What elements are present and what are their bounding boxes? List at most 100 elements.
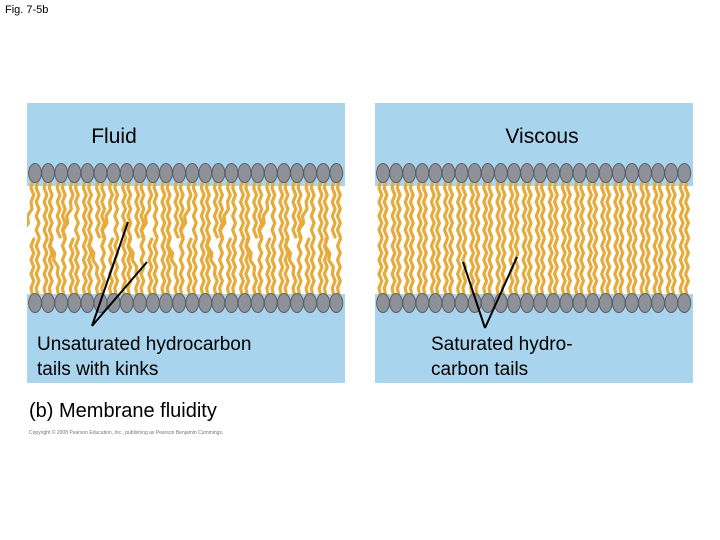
viscous-tail	[508, 179, 515, 239]
viscous-head	[454, 293, 469, 313]
fluid-tail	[317, 179, 324, 239]
viscous-tail	[605, 179, 612, 239]
viscous-head	[559, 163, 574, 183]
viscous-tail	[408, 179, 415, 239]
viscous-tail	[613, 237, 620, 297]
fluid-head	[185, 293, 200, 313]
fluid-tail	[179, 179, 193, 239]
fluid-head	[250, 163, 265, 183]
viscous-tail	[631, 237, 638, 297]
fluid-head	[263, 163, 278, 183]
fluid-tail	[283, 179, 290, 239]
viscous-tail	[448, 179, 455, 239]
viscous-head	[520, 293, 535, 313]
fluid-head	[198, 163, 213, 183]
fluid-head	[28, 293, 42, 313]
fluid-head	[198, 293, 213, 313]
fluid-tail	[297, 179, 311, 239]
viscous-tail	[587, 237, 593, 297]
viscous-head	[585, 163, 600, 183]
fluid-tail	[81, 237, 88, 297]
figure-label: Fig. 7-5b	[5, 4, 49, 16]
fluid-head	[119, 293, 134, 313]
fluid-membrane-band	[27, 186, 345, 294]
viscous-tail	[408, 237, 415, 297]
fluid-bilayer-illustration	[27, 163, 345, 313]
viscous-tail	[469, 179, 476, 239]
fluid-tail	[309, 179, 316, 239]
fluid-head	[263, 293, 278, 313]
viscous-tail	[539, 179, 546, 239]
fluid-head	[159, 293, 173, 313]
viscous-tail	[600, 179, 607, 239]
fluid-title: Fluid	[91, 125, 137, 148]
fluid-tail	[147, 237, 154, 297]
fluid-tail	[165, 179, 172, 239]
viscous-head	[507, 293, 521, 313]
fluid-tail	[212, 179, 219, 239]
fluid-tail	[191, 237, 198, 297]
viscous-tail	[552, 179, 559, 239]
viscous-head	[480, 163, 495, 183]
fluid-head	[67, 163, 82, 183]
viscous-head	[402, 293, 417, 313]
fluid-head	[237, 163, 252, 183]
viscous-head	[625, 293, 639, 313]
fluid-tail	[218, 237, 224, 297]
fluid-tail	[317, 237, 324, 297]
viscous-head	[572, 163, 587, 183]
fluid-head	[329, 293, 344, 313]
viscous-tail	[613, 179, 620, 239]
viscous-tail	[618, 179, 625, 239]
fluid-head	[54, 163, 69, 183]
viscous-head	[402, 163, 417, 183]
viscous-tail	[657, 179, 664, 239]
fluid-tail	[199, 237, 206, 297]
viscous-head	[572, 293, 587, 313]
viscous-tail	[547, 179, 554, 239]
viscous-tail	[395, 179, 402, 239]
fluid-head	[316, 163, 331, 183]
fluid-tail	[55, 179, 62, 239]
viscous-tail	[560, 179, 567, 239]
callout-left-line2: tails with kinks	[37, 359, 159, 380]
fluid-head	[119, 163, 134, 183]
viscous-head	[454, 163, 469, 183]
viscous-title: Viscous	[505, 125, 579, 148]
viscous-head	[585, 293, 600, 313]
fluid-tail	[47, 179, 54, 239]
fluid-head	[146, 293, 160, 313]
fluid-tail	[257, 237, 264, 297]
viscous-head	[428, 293, 443, 313]
viscous-tail	[626, 179, 633, 239]
viscous-tail	[631, 179, 638, 239]
viscous-membrane-band	[375, 186, 693, 294]
viscous-tail	[639, 179, 646, 239]
fluid-head	[146, 163, 160, 183]
fluid-tail	[258, 179, 272, 239]
viscous-tail	[442, 179, 449, 239]
viscous-head	[559, 293, 574, 313]
fluid-head	[93, 163, 108, 183]
fluid-head	[211, 163, 226, 183]
viscous-tail	[403, 237, 410, 297]
viscous-tail	[587, 179, 593, 239]
viscous-head	[598, 293, 613, 313]
viscous-tail	[652, 237, 659, 297]
fluid-head	[290, 293, 304, 313]
fluid-tail	[323, 237, 337, 297]
fluid-head	[172, 293, 187, 313]
fluid-tail	[42, 237, 49, 297]
viscous-head	[677, 293, 692, 313]
viscous-tail	[456, 179, 462, 239]
fluid-head	[67, 293, 82, 313]
fluid-tail	[204, 179, 211, 239]
viscous-tail	[579, 237, 586, 297]
fluid-tail	[296, 237, 303, 297]
fluid-tail	[278, 179, 285, 239]
viscous-tail	[605, 237, 612, 297]
viscous-tail	[395, 237, 402, 297]
fluid-tail	[322, 179, 329, 239]
fluid-tail	[34, 237, 41, 297]
copyright-notice: Copyright © 2008 Pearson Education, Inc.…	[29, 430, 224, 436]
